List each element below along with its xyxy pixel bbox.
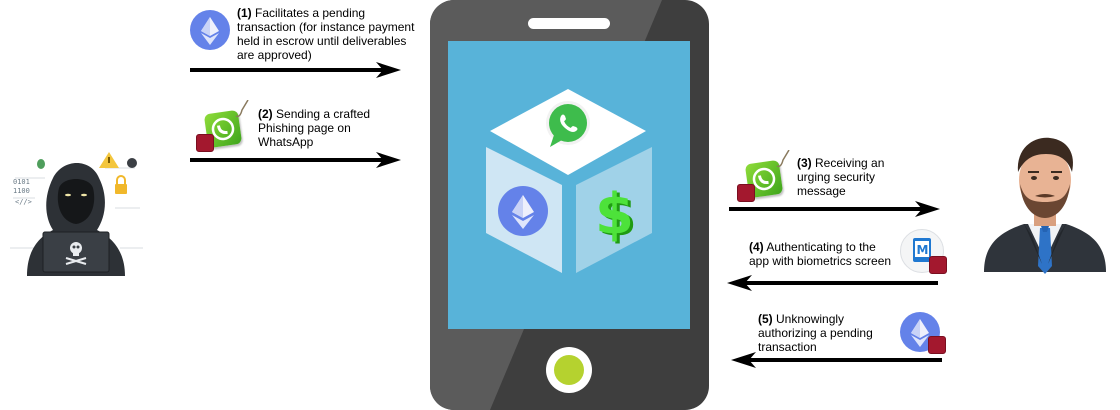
cube-whatsapp-icon (542, 99, 594, 151)
phone-screen: $ $ (448, 41, 690, 329)
step4-label: (4) Authenticating to the app with biome… (749, 240, 899, 268)
step3-text: Receiving an urging security message (797, 156, 885, 198)
warning-icon (99, 152, 119, 168)
home-button (546, 347, 592, 393)
step2-text: Sending a crafted Phishing page on Whats… (258, 107, 371, 149)
step5-text: Unknowingly authorizing a pending transa… (758, 312, 873, 354)
svg-text:1100: 1100 (13, 187, 30, 195)
step4-mobile-app-icon: M (900, 229, 947, 274)
phishing-badge-icon (737, 184, 755, 202)
svg-text:<//>: <//> (15, 198, 32, 206)
step1-arrow-right (190, 62, 401, 78)
svg-text:$: $ (595, 182, 634, 245)
cube-ethereum-icon (498, 186, 548, 236)
speaker-slot (528, 18, 610, 29)
bug-icon (37, 159, 45, 169)
step2-whatsapp-phishing-icon (196, 100, 250, 152)
step2-arrow-right (190, 152, 401, 168)
step3-whatsapp-phishing-icon (737, 150, 791, 202)
step5-label: (5) Unknowingly authorizing a pending tr… (758, 312, 888, 354)
phishing-badge-icon (928, 336, 946, 354)
step1-ethereum-icon (190, 10, 230, 50)
step1-label: (1) Facilitates a pending transaction (f… (237, 6, 417, 62)
step4-number: (4) (749, 240, 764, 254)
cube-dollar-icon: $ $ (594, 181, 638, 249)
step3-number: (3) (797, 156, 812, 170)
phishing-badge-icon (196, 134, 214, 152)
step1-text: Facilitates a pending transaction (for i… (237, 6, 415, 62)
step2-label: (2) Sending a crafted Phishing page on W… (258, 107, 398, 149)
step5-arrow-left (731, 352, 942, 368)
attacker-illustration: 0101 1100 <//> (5, 148, 145, 278)
lock-icon (115, 175, 127, 194)
step4-text: Authenticating to the app with biometric… (749, 240, 892, 268)
smartphone-device: $ $ (430, 0, 709, 410)
step3-arrow-right (729, 201, 940, 217)
svg-text:$: $ (598, 184, 637, 245)
phishing-badge-icon (929, 256, 947, 274)
svg-text:M: M (917, 243, 929, 257)
step4-arrow-left (727, 275, 938, 291)
skull-icon (65, 242, 87, 265)
victim-businessman-illustration (980, 132, 1110, 274)
skull-icon (127, 158, 137, 168)
step1-number: (1) (237, 6, 252, 20)
svg-text:0101: 0101 (13, 178, 30, 186)
step5-ethereum-icon (900, 312, 946, 354)
step2-number: (2) (258, 107, 273, 121)
step3-label: (3) Receiving an urging security message (797, 156, 907, 198)
step5-number: (5) (758, 312, 773, 326)
